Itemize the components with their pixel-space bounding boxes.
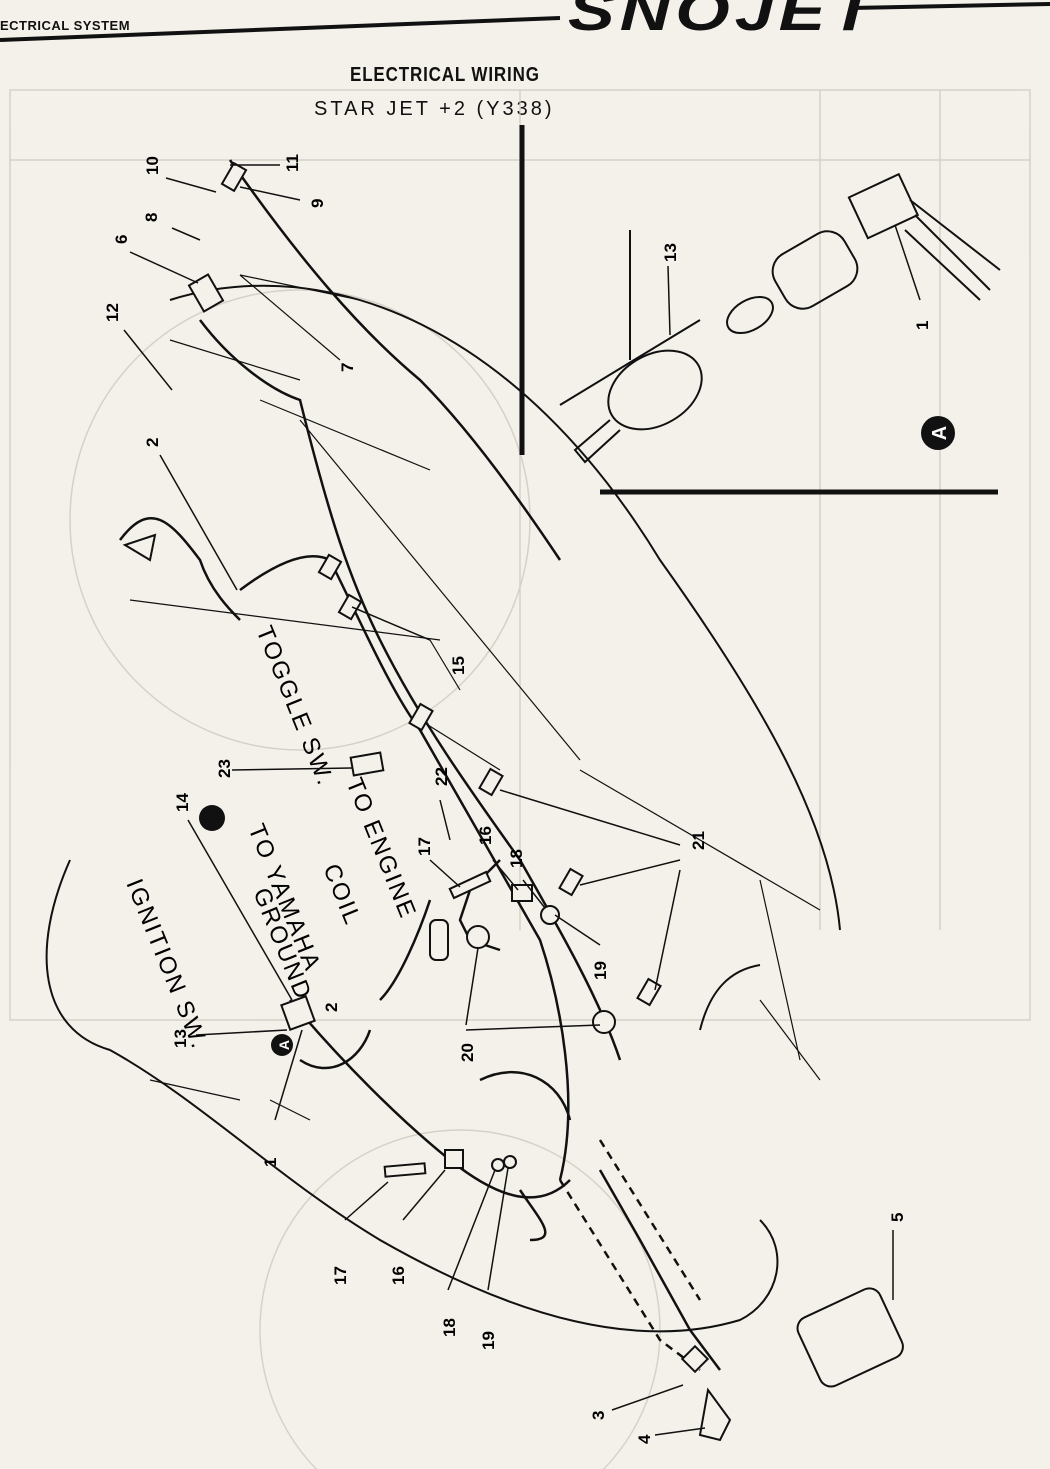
reference-dot	[199, 805, 225, 831]
callout-16b: 16	[389, 1266, 408, 1285]
detail-a-ref-label: A	[276, 1040, 292, 1050]
callout-1: 1	[261, 1158, 280, 1167]
detail-a-marker-label: A	[929, 426, 951, 440]
callout-21: 21	[689, 831, 708, 850]
callout-arrows	[123, 164, 921, 1436]
detail-a-ref-marker	[271, 1034, 293, 1056]
callout-17: 17	[415, 837, 434, 856]
callout-10: 10	[143, 156, 162, 175]
leader-lines	[129, 274, 821, 1121]
callout-5: 5	[888, 1213, 907, 1222]
callout-3: 3	[589, 1411, 608, 1420]
callout-19b: 19	[479, 1331, 498, 1350]
callout-19: 19	[591, 961, 610, 980]
diagram-subtitle: STAR JET +2 (Y338)	[314, 98, 555, 120]
callout-2: 2	[143, 438, 162, 447]
callout-7: 7	[338, 363, 357, 372]
diagram-title: ELECTRICAL WIRING	[350, 64, 540, 86]
callout-9: 9	[308, 199, 327, 208]
callout-14: 14	[173, 793, 192, 812]
brand-logo: SNOJET	[568, 0, 879, 42]
connectors	[122, 161, 904, 1442]
callout-11: 11	[283, 154, 302, 172]
callout-16: 16	[476, 826, 495, 845]
toggle-sw-label: TOGGLE SW.	[250, 622, 339, 790]
hood-outline	[45, 284, 841, 1333]
callout-18b: 18	[440, 1318, 459, 1337]
callout-numbers: 10 11 9 8 6 7 12 2 15 23 22 21 14 17 16 …	[103, 154, 932, 1444]
callout-23: 23	[215, 759, 234, 778]
coil-label: COIL	[317, 860, 366, 929]
callout-22: 22	[432, 767, 451, 786]
callout-12: 12	[103, 303, 122, 322]
ignition-sw-label: IGNITION SW.	[120, 875, 213, 1053]
callout-13-detail: 13	[661, 243, 680, 262]
header-rule	[0, 2, 1050, 42]
callout-1-detail: 1	[913, 321, 932, 330]
callout-2b: 2	[322, 1003, 341, 1012]
section-label: ECTRICAL SYSTEM	[0, 18, 131, 33]
detail-a-marker	[921, 416, 955, 450]
callout-20: 20	[458, 1043, 477, 1062]
callout-8: 8	[142, 213, 161, 222]
callout-6: 6	[112, 235, 131, 244]
callout-15: 15	[449, 656, 468, 675]
ignition-switch-detail	[559, 172, 1001, 464]
callout-4: 4	[635, 1434, 654, 1444]
callout-13: 13	[171, 1029, 190, 1048]
callout-17b: 17	[331, 1266, 350, 1285]
callout-18: 18	[507, 849, 526, 868]
detail-a-frame	[519, 125, 998, 495]
